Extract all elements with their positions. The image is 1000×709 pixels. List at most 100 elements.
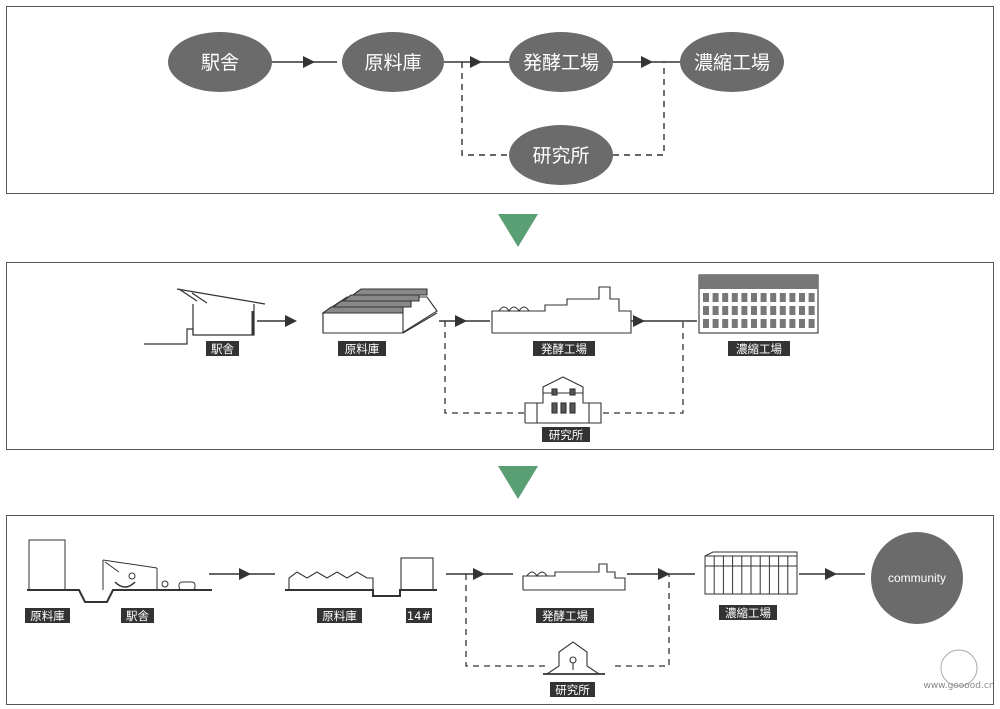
node-material-store-label: 原料庫 (364, 52, 421, 74)
factory-window (770, 306, 777, 315)
svg-text:14#: 14# (407, 609, 431, 623)
label-station: 駅舎 (121, 608, 154, 623)
concentration-factory-drawing (698, 274, 819, 334)
node-concentration-factory-label: 濃縮工場 (694, 52, 770, 74)
factory-window (770, 319, 777, 328)
concentration-factory-drawing (704, 551, 798, 595)
factory-window (808, 319, 815, 328)
community-label: community (888, 571, 946, 585)
factory-window (703, 306, 709, 315)
watermark-logo: www.gooood.cn (923, 649, 993, 691)
middle-flow-diagram: 駅舎 原料庫 発酵工場 濃縮工場 研究所 (144, 274, 819, 442)
fermentation-factory-drawing (522, 563, 626, 591)
top-flow-panel: 駅舎 原料庫 発酵工場 濃縮工場 研究所 (6, 6, 994, 194)
watermark-text: www.gooood.cn (923, 681, 993, 691)
label-building-14: 14# (406, 608, 432, 623)
dashed-connector (461, 62, 665, 156)
arrow-head (470, 56, 482, 68)
factory-window (741, 293, 748, 302)
factory-window (808, 306, 815, 315)
svg-text:駅舎: 駅舎 (211, 342, 234, 356)
station-material-store-drawing (27, 539, 212, 603)
arrow-head (303, 56, 315, 68)
factory-window (712, 319, 719, 328)
top-flow-diagram: 駅舎 原料庫 発酵工場 濃縮工場 研究所 (168, 32, 784, 185)
dashed-connector (465, 574, 670, 667)
label-material-store: 原料庫 (338, 341, 386, 356)
arrow-head (285, 315, 297, 327)
factory-window (741, 306, 748, 315)
factory-window (751, 293, 757, 302)
factory-window (799, 306, 805, 315)
label-concentration-factory: 濃縮工場 (719, 605, 777, 620)
svg-text:発酵工場: 発酵工場 (542, 609, 588, 623)
svg-text:研究所: 研究所 (555, 683, 590, 697)
arrow-head (825, 568, 837, 580)
arrow-head (633, 315, 645, 327)
factory-window (770, 293, 777, 302)
label-material-store-2: 原料庫 (317, 608, 362, 623)
factory-window (760, 306, 767, 315)
factory-window (779, 293, 786, 302)
svg-text:研究所: 研究所 (549, 428, 584, 442)
svg-text:発酵工場: 発酵工場 (541, 342, 587, 356)
factory-window (779, 306, 786, 315)
factory-window (789, 293, 796, 302)
laboratory-drawing (524, 376, 602, 424)
svg-text:原料庫: 原料庫 (30, 609, 65, 623)
node-laboratory-label: 研究所 (532, 145, 589, 167)
node-station-label: 駅舎 (201, 52, 239, 74)
factory-window (722, 293, 729, 302)
factory-window (731, 306, 738, 315)
factory-window (799, 293, 805, 302)
node-laboratory (509, 125, 613, 185)
node-concentration-factory (680, 32, 784, 92)
laboratory-drawing (543, 641, 605, 675)
factory-window (789, 319, 796, 328)
fermentation-factory-drawing (491, 286, 632, 334)
bottom-flow-diagram: community 原料庫 駅舎 原料庫 14# 発酵工場 (25, 532, 993, 697)
label-laboratory: 研究所 (542, 427, 590, 442)
down-arrow-2 (498, 466, 538, 499)
node-fermentation-factory (509, 32, 613, 92)
arrow-head (473, 568, 485, 580)
factory-window (751, 319, 757, 328)
material-store-14-drawing (285, 557, 437, 597)
factory-window (799, 319, 805, 328)
svg-text:濃縮工場: 濃縮工場 (725, 606, 771, 620)
svg-text:駅舎: 駅舎 (126, 609, 149, 623)
factory-window (731, 319, 738, 328)
svg-text:濃縮工場: 濃縮工場 (736, 342, 782, 356)
middle-flow-panel: 駅舎 原料庫 発酵工場 濃縮工場 研究所 (6, 262, 994, 450)
node-station (168, 32, 272, 92)
dashed-connector (444, 321, 684, 414)
label-station: 駅舎 (206, 341, 239, 356)
arrow-head (455, 315, 467, 327)
label-material-store-1: 原料庫 (25, 608, 70, 623)
factory-window (731, 293, 738, 302)
label-fermentation-factory: 発酵工場 (533, 341, 595, 356)
bottom-flow-panel: community 原料庫 駅舎 原料庫 14# 発酵工場 (6, 515, 994, 705)
node-fermentation-factory-label: 発酵工場 (523, 52, 599, 74)
community-circle (871, 532, 963, 624)
factory-window (760, 319, 767, 328)
label-laboratory: 研究所 (550, 682, 595, 697)
factory-window (741, 319, 748, 328)
arrow-head (641, 56, 653, 68)
node-material-store (342, 32, 444, 92)
factory-window (703, 293, 709, 302)
factory-window (760, 293, 767, 302)
factory-window (712, 306, 719, 315)
label-concentration-factory: 濃縮工場 (728, 341, 790, 356)
material-store-drawing (321, 288, 438, 334)
arrow-head (658, 568, 670, 580)
factory-window (808, 293, 815, 302)
down-arrow-1 (498, 214, 538, 247)
svg-text:原料庫: 原料庫 (322, 609, 357, 623)
factory-window (712, 293, 719, 302)
factory-window (779, 319, 786, 328)
factory-window (722, 319, 729, 328)
factory-window (789, 306, 796, 315)
factory-window (722, 306, 729, 315)
factory-window (751, 306, 757, 315)
